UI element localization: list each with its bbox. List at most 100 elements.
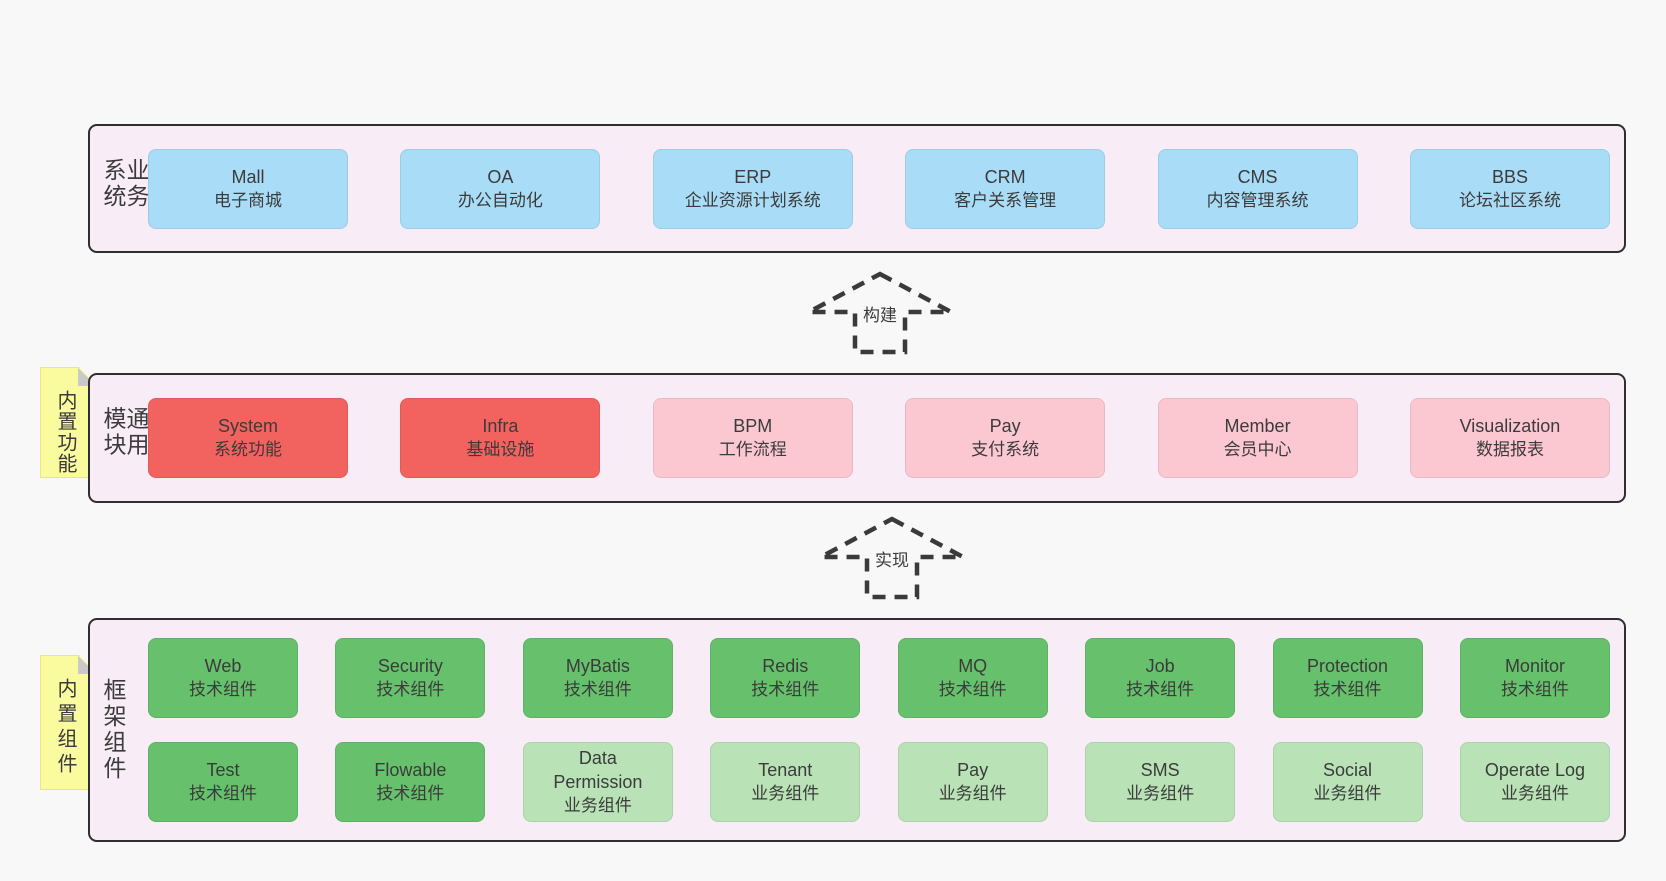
card-desc: 论坛社区系统: [1458, 190, 1561, 210]
card-desc: 业务组件: [1500, 784, 1569, 803]
arrow-implement-label: 实现: [870, 545, 914, 572]
framework-components-row-2: Test 技术组件 Flowable 技术组件 Data Permission …: [90, 742, 1624, 822]
card-infra: Infra 基础设施: [400, 398, 601, 478]
card-operate-log: Operate Log 业务组件: [1459, 742, 1610, 822]
card-name: Pay: [957, 760, 989, 780]
card-desc: 客户关系管理: [954, 190, 1057, 210]
card-desc: 业务组件: [1313, 784, 1382, 803]
card-desc: 技术组件: [1313, 680, 1382, 699]
card-name: Social: [1323, 760, 1373, 780]
arrow-build: 构建: [805, 271, 955, 355]
panel-business-systems-label: 业务系统: [100, 157, 149, 210]
card-mybatis: MyBatis 技术组件: [522, 638, 673, 718]
card-test: Test 技术组件: [148, 742, 298, 822]
card-name: CMS: [1237, 166, 1278, 187]
card-desc: 业务组件: [938, 784, 1007, 803]
card-name: Pay: [989, 416, 1021, 436]
card-data-permission: Data Permission 业务组件: [522, 742, 673, 822]
card-name: MyBatis: [565, 656, 630, 676]
card-name: Data Permission: [553, 748, 643, 792]
card-name: ERP: [734, 166, 772, 187]
card-desc: 业务组件: [1126, 784, 1195, 803]
panel-common-modules-label: 通用模块: [100, 406, 149, 459]
card-name: BBS: [1491, 166, 1528, 187]
card-desc: 技术组件: [938, 680, 1007, 699]
card-name: Protection: [1307, 656, 1389, 676]
card-desc: 内容管理系统: [1206, 190, 1309, 210]
card-crm: CRM 客户关系管理: [905, 148, 1106, 229]
card-name: Redis: [762, 656, 809, 676]
card-desc: 技术组件: [563, 680, 632, 699]
card-desc: 技术组件: [189, 680, 257, 699]
card-desc: 办公自动化: [457, 190, 543, 210]
card-name: Visualization: [1459, 416, 1561, 436]
arrow-implement: 实现: [817, 516, 967, 600]
card-desc: 系统功能: [214, 440, 282, 459]
card-desc: 技术组件: [189, 784, 257, 803]
card-name: Member: [1224, 416, 1291, 436]
card-desc: 技术组件: [1126, 680, 1195, 699]
card-flowable: Flowable 技术组件: [335, 742, 486, 822]
card-tenant: Tenant 业务组件: [710, 742, 861, 822]
card-name: MQ: [958, 656, 988, 676]
card-monitor: Monitor 技术组件: [1459, 638, 1610, 718]
card-desc: 基础设施: [466, 440, 535, 459]
card-mall: Mall 电子商城: [148, 148, 348, 229]
card-name: Web: [204, 656, 242, 676]
card-oa: OA 办公自动化: [400, 148, 601, 229]
card-name: BPM: [733, 416, 773, 436]
card-security: Security 技术组件: [335, 638, 486, 718]
up-block-arrow-icon: [807, 271, 953, 355]
sticky-note-label: 内置功能: [54, 390, 76, 474]
card-name: Mall: [231, 166, 265, 187]
card-name: SMS: [1140, 760, 1180, 780]
card-pay-component: Pay 业务组件: [897, 742, 1048, 822]
card-cms: CMS 内容管理系统: [1157, 148, 1358, 229]
card-name: Security: [377, 656, 443, 676]
up-block-arrow-icon: [819, 516, 965, 600]
card-desc: 技术组件: [376, 784, 445, 803]
arrow-build-label: 构建: [858, 300, 902, 327]
card-mq: MQ 技术组件: [897, 638, 1048, 718]
card-desc: 会员中心: [1223, 440, 1292, 459]
card-desc: 技术组件: [1500, 680, 1569, 699]
framework-components-row-1: Web 技术组件 Security 技术组件 MyBatis 技术组件 Redi…: [90, 638, 1624, 718]
sticky-note-label: 内置组件: [54, 678, 76, 778]
card-name: OA: [487, 166, 514, 187]
panel-business-systems: 业务系统 Mall 电子商城 OA 办公自动化 ERP 企业资源计划系统 CRM…: [88, 124, 1626, 253]
card-desc: 电子商城: [214, 190, 282, 210]
card-name: CRM: [984, 166, 1026, 187]
card-desc: 业务组件: [563, 796, 632, 815]
card-name: Monitor: [1504, 656, 1565, 676]
card-system: System 系统功能: [148, 398, 348, 478]
card-name: Flowable: [374, 760, 447, 780]
common-modules-row: System 系统功能 Infra 基础设施 BPM 工作流程 Pay 支付系统…: [90, 398, 1624, 478]
panel-common-modules: 通用模块 System 系统功能 Infra 基础设施 BPM 工作流程 Pay…: [88, 373, 1626, 503]
business-systems-row: Mall 电子商城 OA 办公自动化 ERP 企业资源计划系统 CRM 客户关系…: [90, 148, 1624, 229]
card-name: System: [217, 416, 278, 436]
card-name: Operate Log: [1484, 760, 1585, 780]
card-name: Infra: [482, 416, 519, 436]
panel-framework-components-label: 框架组件: [100, 678, 126, 782]
card-sms: SMS 业务组件: [1085, 742, 1236, 822]
card-desc: 企业资源计划系统: [684, 190, 821, 210]
card-visualization: Visualization 数据报表: [1409, 398, 1610, 478]
card-protection: Protection 技术组件: [1272, 638, 1423, 718]
card-member: Member 会员中心: [1157, 398, 1358, 478]
card-desc: 技术组件: [376, 680, 445, 699]
card-desc: 业务组件: [751, 784, 820, 803]
card-name: Tenant: [758, 760, 813, 780]
card-name: Job: [1145, 656, 1175, 676]
card-erp: ERP 企业资源计划系统: [652, 148, 853, 229]
card-pay-module: Pay 支付系统: [905, 398, 1106, 478]
card-name: Test: [206, 760, 240, 780]
panel-framework-components: 框架组件 Web 技术组件 Security 技术组件 MyBatis 技术组件…: [88, 618, 1626, 842]
card-job: Job 技术组件: [1085, 638, 1236, 718]
card-desc: 数据报表: [1475, 440, 1544, 459]
card-desc: 技术组件: [751, 680, 820, 699]
card-desc: 工作流程: [718, 440, 787, 459]
card-web: Web 技术组件: [148, 638, 298, 718]
card-social: Social 业务组件: [1272, 742, 1423, 822]
card-desc: 支付系统: [971, 440, 1040, 459]
